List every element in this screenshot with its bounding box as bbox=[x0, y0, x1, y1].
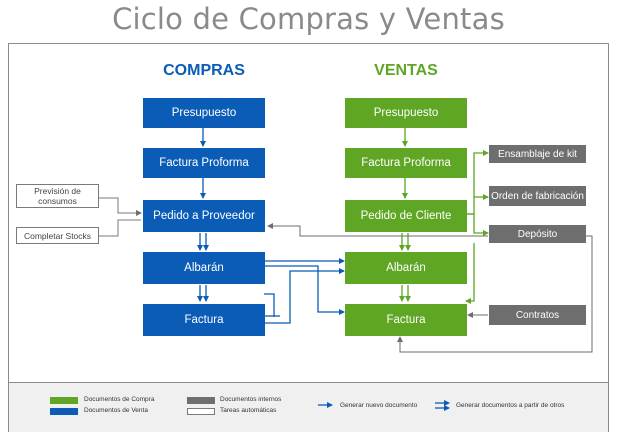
legend-swatch-automaticas bbox=[187, 408, 215, 415]
cross-arrows bbox=[264, 258, 345, 324]
ventas-pedido-cliente: Pedido de Cliente bbox=[345, 200, 467, 232]
completar-stocks: Completar Stocks bbox=[16, 227, 99, 244]
ventas-factura-proforma: Factura Proforma bbox=[345, 148, 467, 178]
legend-partir-label: Generar documentos a partir de otros bbox=[456, 402, 565, 409]
ventas-presupuesto: Presupuesto bbox=[345, 98, 467, 128]
legend-nuevo-label: Generar nuevo documento bbox=[340, 402, 418, 409]
compras-presupuesto: Presupuesto bbox=[143, 98, 265, 128]
ventas-flow-arrows bbox=[399, 127, 489, 304]
legend-arrows bbox=[318, 400, 450, 411]
prevision-consumos: Previsión de consumos bbox=[16, 184, 99, 208]
compras-flow-arrows bbox=[197, 127, 209, 302]
compras-pedido-proveedor: Pedido a Proveedor bbox=[143, 200, 265, 232]
legend-automaticas-label: Tareas automáticas bbox=[220, 407, 277, 414]
ventas-heading: VENTAS bbox=[374, 62, 438, 79]
legend-swatch-internos bbox=[187, 397, 215, 404]
orden-fabricacion: Orden de fabricación bbox=[489, 186, 586, 206]
compras-factura-proforma: Factura Proforma bbox=[143, 148, 265, 178]
deposito-arrows bbox=[267, 223, 593, 353]
compras-heading: COMPRAS bbox=[163, 62, 245, 79]
deposito: Depósito bbox=[489, 225, 586, 243]
ventas-albaran: Albarán bbox=[345, 252, 467, 284]
ventas-factura: Factura bbox=[345, 304, 467, 336]
legend-compra-label: Documentos de Compra bbox=[84, 396, 155, 403]
legend-swatch-venta bbox=[50, 408, 78, 415]
contratos: Contratos bbox=[489, 305, 586, 325]
legend-venta-label: Documentos de Venta bbox=[84, 407, 148, 414]
legend-swatch-compra bbox=[50, 397, 78, 404]
page-title: Ciclo de Compras y Ventas bbox=[112, 2, 505, 36]
legend-internos-label: Documentos internos bbox=[220, 396, 282, 403]
compras-albaran: Albarán bbox=[143, 252, 265, 284]
ensamblaje-kit: Ensamblaje de kit bbox=[489, 145, 586, 163]
compras-factura: Factura bbox=[143, 304, 265, 336]
automatic-task-arrows bbox=[99, 197, 142, 237]
legend-panel bbox=[9, 382, 608, 432]
